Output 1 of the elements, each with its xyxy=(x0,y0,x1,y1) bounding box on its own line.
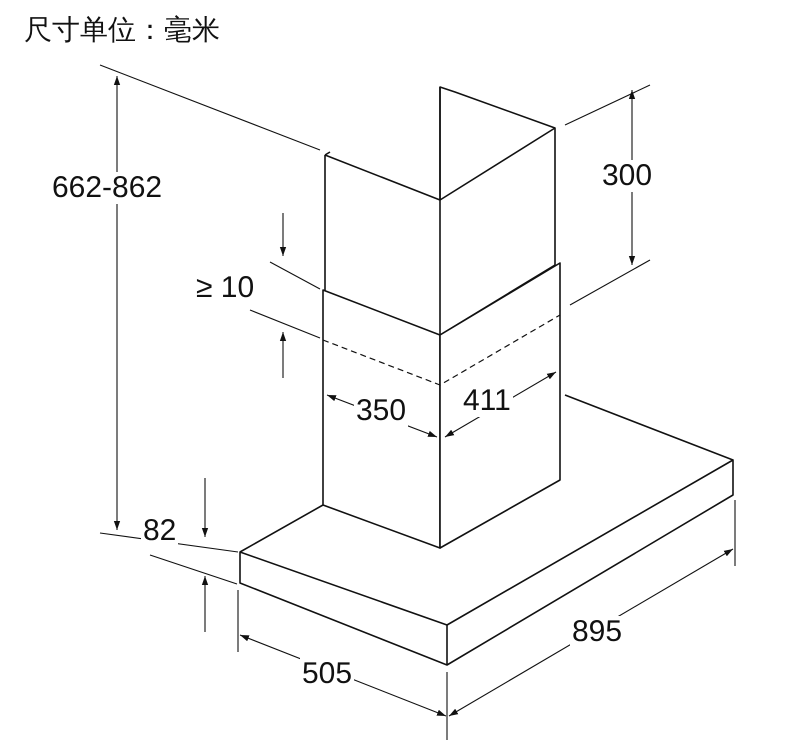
unit-note: 尺寸单位：毫米 xyxy=(24,12,220,48)
